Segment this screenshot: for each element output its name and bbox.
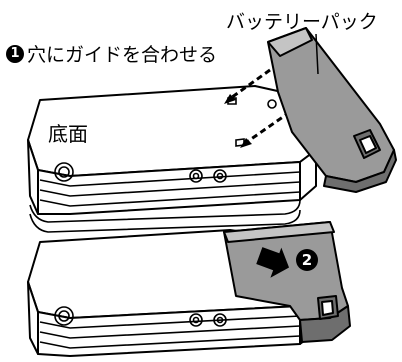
camera-bottom-details xyxy=(39,306,301,349)
step1-instruction: 1 穴にガイドを合わせる xyxy=(6,40,217,67)
push-arrow xyxy=(256,247,290,278)
step2-badge: 2 xyxy=(296,249,318,271)
guide-arrow-heads xyxy=(224,94,252,148)
battery-pack-label: バッテリーパック xyxy=(226,11,378,33)
bottom-side-label: 底面 xyxy=(48,122,88,146)
battery-leader-line xyxy=(315,33,319,75)
battery-pack xyxy=(267,27,397,193)
camera-top-details xyxy=(29,97,301,233)
step1-text: 穴にガイドを合わせる xyxy=(27,44,218,66)
guide-arrows xyxy=(227,68,291,146)
step1-badge: 1 xyxy=(6,44,24,63)
camera-body-top xyxy=(27,85,317,215)
battery-pack-installed xyxy=(223,221,351,343)
